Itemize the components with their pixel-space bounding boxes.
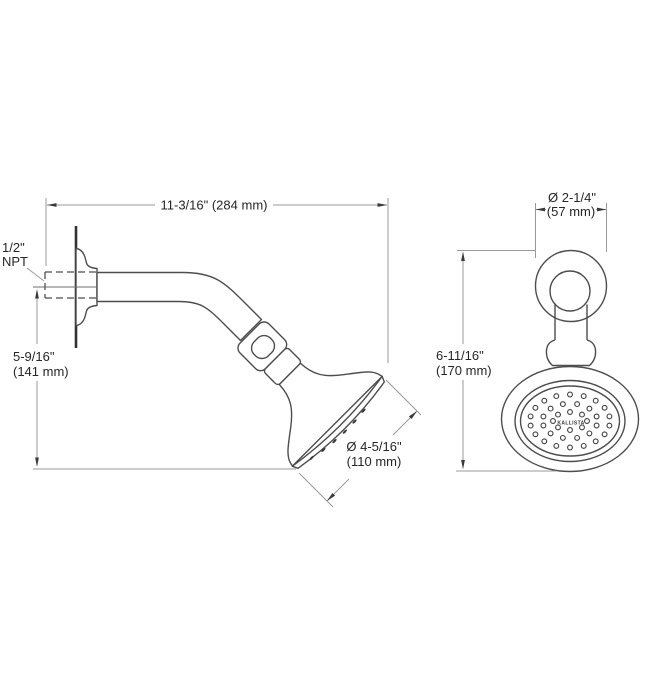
brand-text: KALLISTA [557, 421, 584, 427]
arrowhead [461, 460, 465, 470]
arrowhead [35, 457, 39, 467]
nozzle [586, 405, 593, 412]
width-dimension: 11-3/16" (284 mm) [45, 198, 389, 363]
spray-face-jets [309, 408, 366, 461]
side-height-label-line2: (141 mm) [13, 364, 69, 379]
flange-inner-circle [549, 270, 591, 312]
nozzle [580, 393, 587, 400]
showerhead-assembly-side [237, 321, 385, 469]
arrowhead [35, 289, 39, 299]
jet-mark [332, 439, 337, 444]
nozzle [606, 413, 613, 420]
width-dimension-label: 11-3/16" (284 mm) [161, 198, 268, 213]
flange-diameter-label-line1: Ø 2-1/4" [548, 190, 596, 205]
nozzle [567, 391, 573, 398]
face-diameter-label-line1: Ø 4-5/16" [346, 439, 402, 454]
nozzle [555, 424, 561, 431]
arrowhead [325, 492, 336, 503]
nozzle [592, 438, 599, 445]
arrowhead [377, 203, 387, 207]
arrowhead [597, 207, 607, 212]
arrowhead [408, 409, 419, 420]
nozzle [553, 393, 560, 400]
nozzle [541, 397, 548, 404]
nozzle [540, 422, 547, 429]
face-diameter-dimension: Ø 4-5/16" (110 mm) [298, 379, 422, 508]
nozzle [532, 404, 539, 411]
flange-diameter-label-line2: (57 mm) [547, 204, 595, 219]
front-height-dimension: 6-11/16" (170 mm) [436, 250, 556, 472]
nozzle [559, 401, 566, 408]
nozzle [541, 438, 548, 445]
nozzle [574, 434, 581, 441]
face-diameter-label-line2: (110 mm) [347, 454, 402, 469]
extension-line [385, 379, 422, 416]
nozzle [532, 431, 539, 438]
swivel-nut-front [545, 339, 597, 367]
flange-diameter-dimension: Ø 2-1/4" (57 mm) [535, 190, 607, 258]
nozzle [574, 401, 581, 408]
side-height-dimension: 5-9/16" (141 mm) [13, 289, 69, 467]
nozzle [601, 431, 608, 438]
side-height-label-line1: 5-9/16" [13, 349, 55, 364]
nozzle [606, 422, 613, 429]
arrowhead [461, 251, 465, 261]
front-height-label-line2: (170 mm) [436, 363, 492, 378]
swivel-window [250, 334, 276, 360]
nozzle [567, 427, 573, 433]
npt-callout: 1/2" NPT [2, 240, 45, 282]
nozzle [550, 418, 556, 424]
nozzle [567, 444, 573, 451]
jet-mark [342, 429, 347, 434]
nozzle [593, 413, 600, 420]
npt-pipe-hidden [33, 271, 96, 299]
arrowhead [535, 207, 545, 212]
nozzle [584, 418, 590, 424]
nozzle [527, 422, 534, 429]
front-view: KALLISTA Ø 2-1/4" (57 mm) 6-11/16" (170 … [436, 190, 640, 473]
front-height-label-line1: 6-11/16" [436, 348, 484, 363]
side-view: 11-3/16" (284 mm) 1/2" NPT 5-9/16" (141 … [2, 198, 422, 508]
nozzle [555, 411, 561, 418]
nozzle [593, 422, 600, 429]
arm-tube-front [554, 303, 588, 341]
spray-face-front [519, 385, 621, 457]
jet-mark [309, 455, 314, 461]
jet-mark [361, 408, 366, 413]
jet-mark [321, 447, 326, 452]
nozzle [580, 442, 587, 449]
nozzle [547, 430, 554, 437]
npt-label-line2: NPT [2, 254, 28, 269]
npt-label-line1: 1/2" [2, 240, 25, 255]
spray-face-edge [291, 375, 385, 469]
arrowhead [47, 203, 57, 207]
nozzle [547, 405, 554, 412]
nozzle [553, 442, 560, 449]
nozzle-array [527, 391, 613, 451]
nozzle [540, 413, 547, 420]
leader-line [26, 267, 45, 282]
extension-line [298, 472, 334, 508]
nozzle [601, 404, 608, 411]
nozzle [567, 409, 573, 415]
nozzle [527, 413, 534, 420]
nozzle [592, 397, 599, 404]
nozzle [559, 434, 566, 441]
nozzle [579, 424, 585, 431]
jet-mark [352, 419, 357, 424]
shower-arm [96, 271, 263, 342]
nozzle [586, 430, 593, 437]
nozzle [579, 411, 585, 418]
